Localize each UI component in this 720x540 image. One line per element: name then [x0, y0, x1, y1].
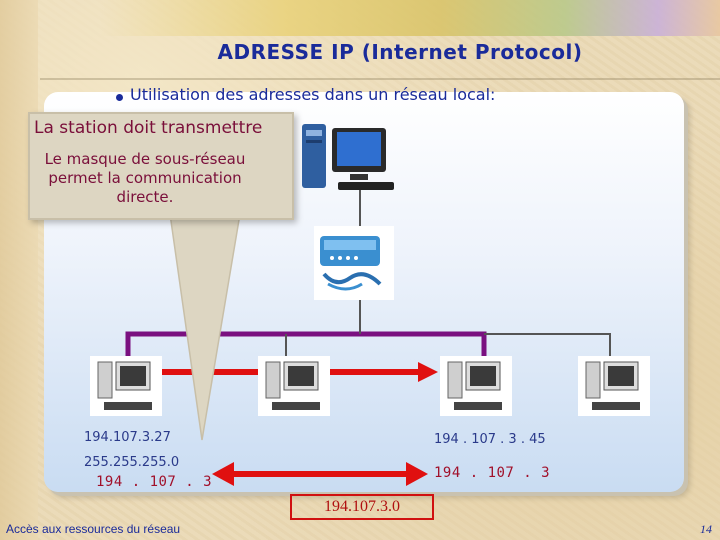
right-host-ip: 194 . 107 . 3 . 45	[434, 432, 546, 447]
compare-arrow-right-head	[406, 462, 428, 486]
transmission-arrow-head	[418, 362, 438, 382]
page-number: 14	[700, 522, 712, 537]
compare-arrow-left-head	[212, 462, 234, 486]
switch-panel	[314, 226, 394, 300]
callout-body: Le masque de sous-réseau permet la commu…	[34, 150, 256, 207]
server-computer-icon	[298, 118, 398, 200]
right-host-network: 194 . 107 . 3	[434, 465, 550, 481]
footer-text: Accès aux ressources du réseau	[6, 522, 180, 536]
computer-icon	[578, 356, 650, 416]
network-switch-icon	[314, 226, 394, 300]
left-host-mask: 255.255.255.0	[84, 455, 179, 470]
left-host-ip: 194.107.3.27	[84, 430, 171, 445]
callout-tail	[170, 214, 240, 440]
computer-icon	[90, 356, 162, 416]
bus-right-branch	[484, 334, 610, 356]
bullet-text: Utilisation des adresses dans un réseau …	[130, 85, 495, 104]
network-address-box: 194.107.3.0	[290, 494, 434, 520]
computer-icon	[440, 356, 512, 416]
computer-icon	[258, 356, 330, 416]
bullet-icon	[116, 94, 123, 101]
callout-title: La station doit transmettre	[34, 118, 262, 138]
left-host-network: 194 . 107 . 3	[96, 474, 212, 490]
